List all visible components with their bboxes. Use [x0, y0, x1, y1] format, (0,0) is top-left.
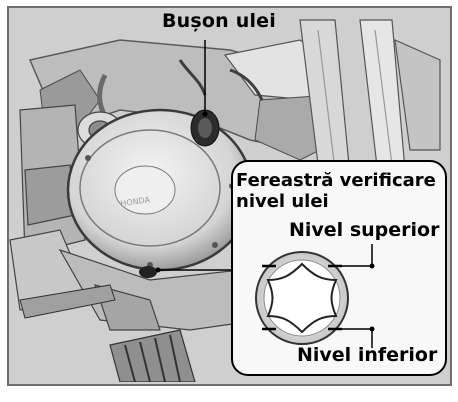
- oil-window-title-line1: Fereastră verificare: [236, 170, 436, 191]
- oil-window-leader-dot: [155, 267, 161, 273]
- engine-left-parts: [9, 104, 123, 311]
- clutch-cover: HONDA: [66, 108, 254, 272]
- gear-pedal: [19, 284, 116, 319]
- svg-text:HONDA: HONDA: [120, 195, 151, 208]
- oil-window-title-line2: nivel ulei: [236, 191, 329, 212]
- oil-window-small: [139, 266, 157, 278]
- oil-cap-leader-dot: [202, 111, 208, 117]
- oil-cap: [190, 109, 220, 147]
- foot-peg: [109, 329, 196, 382]
- lower-level-label: Nivel inferior: [297, 344, 438, 366]
- upper-level-label: Nivel superior: [289, 219, 440, 241]
- oil-cap-label: Bușon ulei: [162, 10, 276, 32]
- leader-lines: [160, 40, 238, 271]
- oil-window-inset: [231, 160, 447, 376]
- frame-tubes: [299, 19, 441, 181]
- oil-window-title: Fereastră verificare nivel ulei: [236, 170, 436, 212]
